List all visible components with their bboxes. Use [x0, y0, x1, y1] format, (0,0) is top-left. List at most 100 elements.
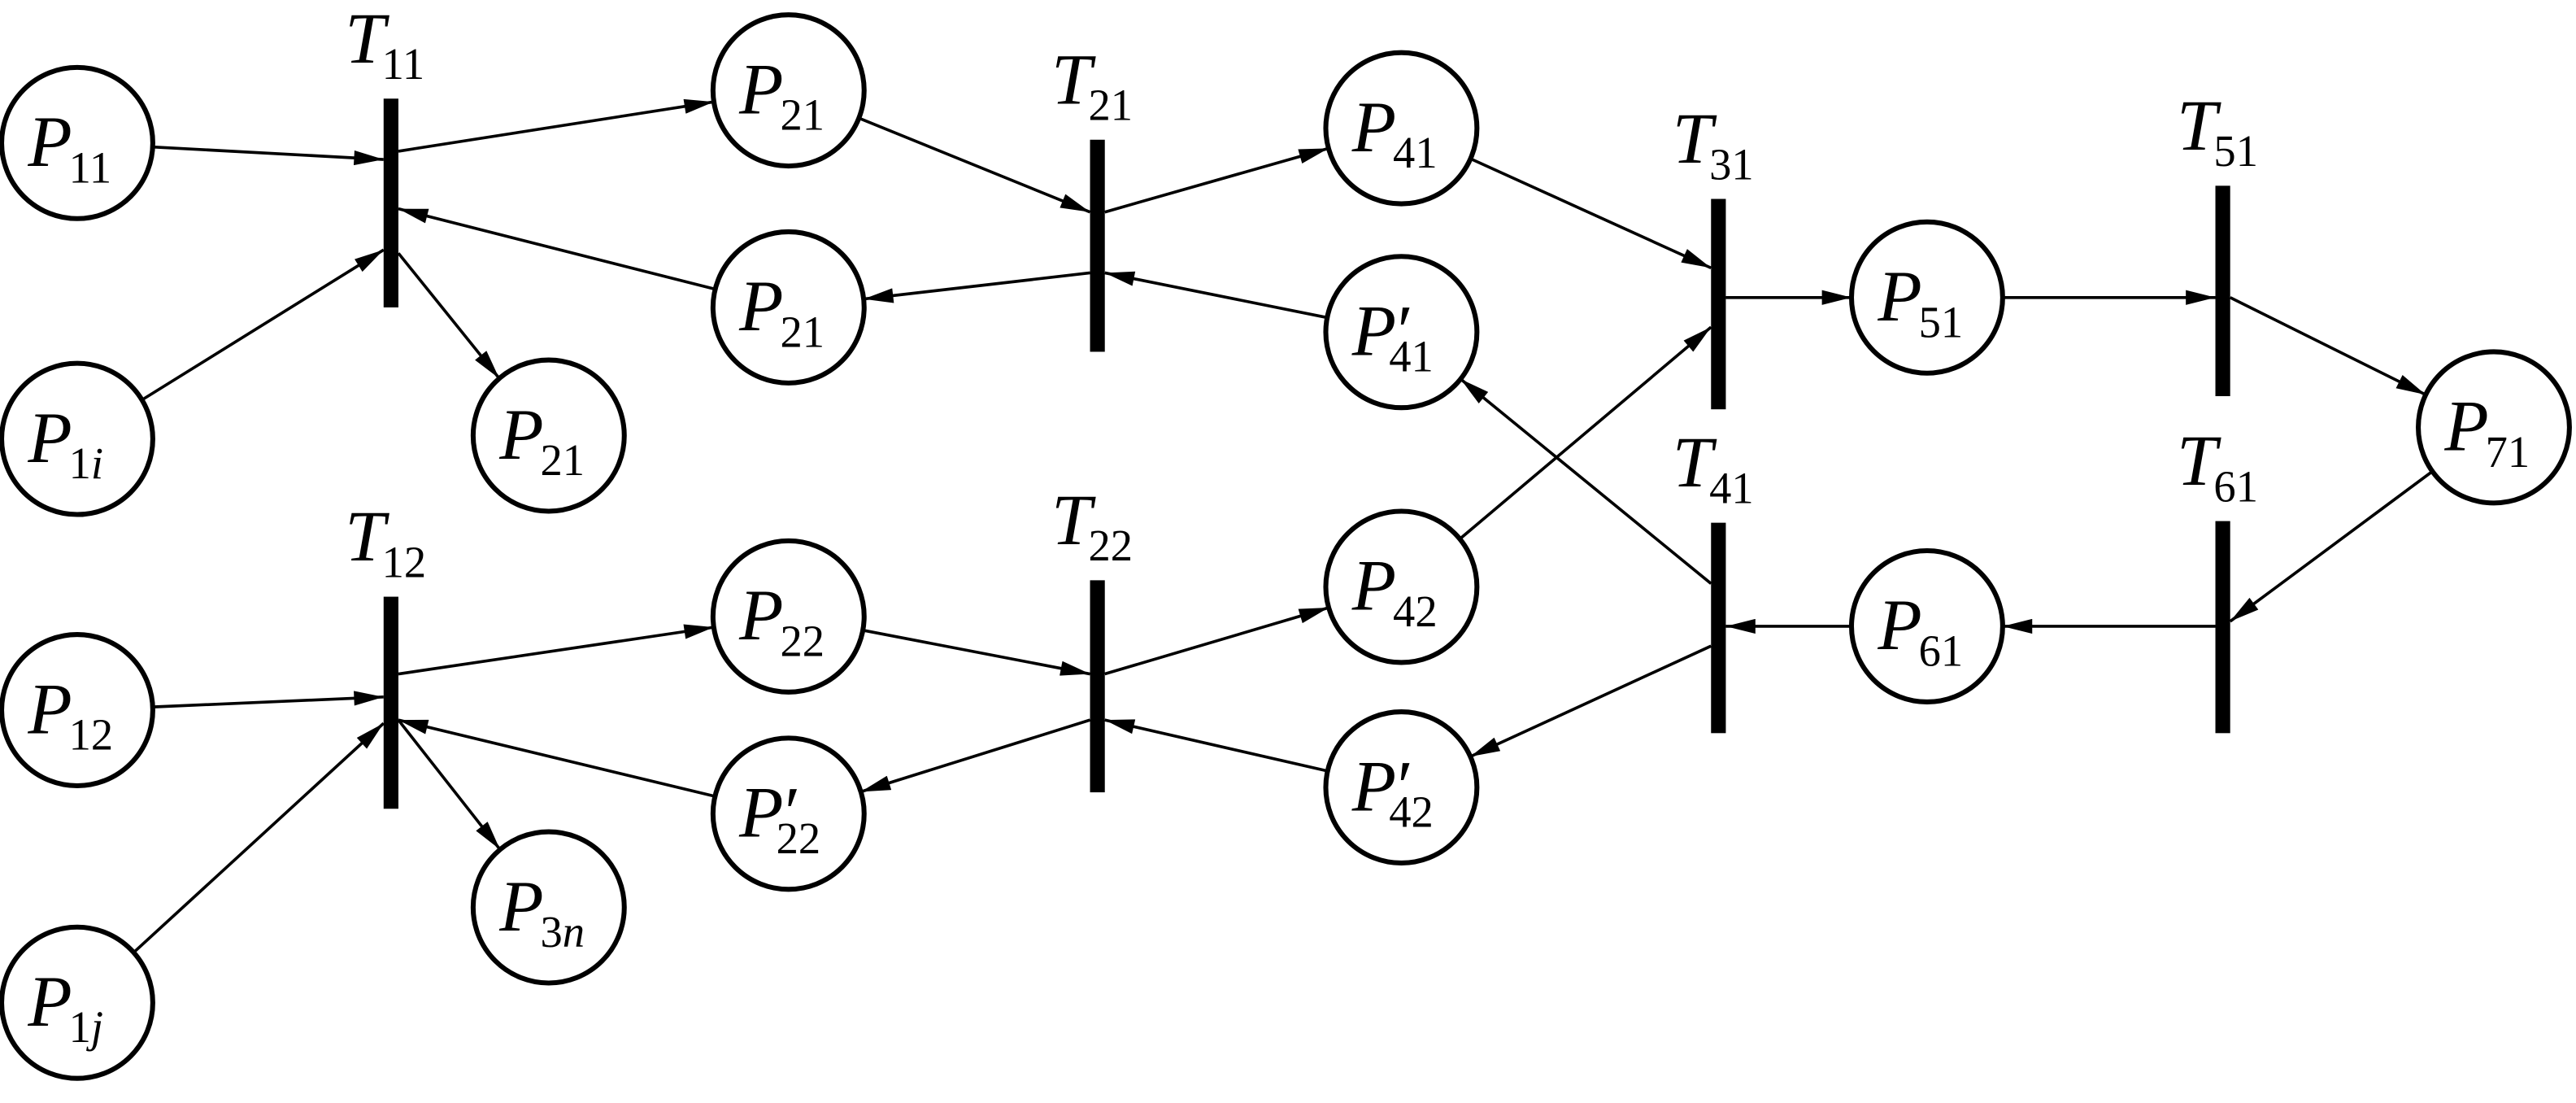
transition-label-subscript: 31 [1709, 139, 1754, 189]
place-p41p: P′41 [1323, 254, 1480, 411]
transition-bar [383, 596, 398, 809]
place-circle [1323, 254, 1480, 411]
transition-label-main: T [1673, 423, 1717, 503]
place-label-subscript: 51 [1919, 297, 1964, 347]
place-label-subscript: 22 [780, 616, 825, 665]
arc-t11-to-p21c [397, 252, 501, 380]
arc-p42-to-t31 [1459, 325, 1712, 540]
place-label-main: P [1351, 747, 1396, 826]
transition-label: T61 [2177, 421, 2258, 511]
place-label-subscript: 71 [2486, 427, 2530, 477]
place-label-subscript: 21 [540, 435, 585, 485]
place-p22p: P′22 [710, 735, 867, 892]
place-label-subscript: 21 [780, 307, 825, 356]
place-p3n: P3n [470, 829, 627, 986]
place-label-subscript: 61 [1919, 626, 1964, 675]
place-p61: P61 [1848, 547, 2005, 704]
arc-t11-to-p21a [398, 98, 715, 153]
place-label-subscript-var: i [91, 438, 103, 488]
transition-t12: T12 [345, 497, 426, 809]
transition-label-subscript: 51 [2213, 126, 2258, 176]
arc-t21-to-p21b [863, 271, 1090, 303]
transition-label-main: T [2177, 86, 2221, 166]
transition-label: T11 [345, 0, 424, 89]
arc-p22p-to-t12 [398, 718, 716, 798]
place-label-main: P [27, 102, 72, 182]
place-circle [470, 829, 627, 986]
place-label-main: P [498, 395, 543, 475]
place-label: P71 [2443, 387, 2530, 477]
transition-bar [1711, 198, 1726, 410]
transition-label: T41 [1673, 423, 1754, 512]
place-label: P21 [498, 395, 585, 485]
place-p51: P51 [1848, 219, 2005, 376]
place-label-prime: ′ [1393, 747, 1410, 826]
place-p42p: P′42 [1323, 709, 1480, 865]
place-label-main: P [498, 867, 543, 947]
transition-label-main: T [345, 497, 389, 577]
place-p12: P12 [0, 632, 155, 788]
arc-t41-to-p41p [1460, 377, 1712, 585]
transition-label-main: T [1051, 481, 1096, 560]
place-label-main: P [2443, 387, 2488, 467]
transition-t22: T22 [1051, 481, 1133, 793]
place-circle [710, 12, 867, 169]
place-label-main: P [27, 399, 72, 478]
place-circle [710, 229, 867, 386]
place-label-subscript: 12 [69, 710, 114, 760]
transition-label-main: T [1673, 99, 1717, 179]
place-label-subscript: 41 [1389, 332, 1434, 381]
place-label: P22 [738, 576, 825, 665]
place-label-main: P [738, 576, 783, 656]
place-circle [710, 538, 867, 695]
transition-label-main: T [2177, 421, 2221, 501]
place-label: P61 [1877, 586, 1963, 675]
arc-t22-to-p22p [860, 718, 1091, 794]
place-label-main: P [27, 669, 72, 749]
arc-t22-to-p42 [1104, 606, 1329, 676]
arcs-layer [133, 98, 2434, 954]
place-label: P11 [27, 102, 111, 192]
place-label-main: P [738, 50, 783, 129]
place-label-main: P [1351, 88, 1396, 168]
place-p21a: P21 [710, 12, 867, 169]
transition-bar [2215, 185, 2230, 397]
place-label-subscript-var: n [563, 907, 585, 957]
place-label-subscript: 21 [780, 90, 825, 140]
arc-p11-to-t11 [152, 145, 384, 166]
place-label: P′22 [738, 774, 820, 863]
place-label: P′42 [1351, 747, 1434, 836]
place-label-subscript: 1 [69, 1002, 91, 1052]
place-label-subscript: 41 [1393, 128, 1438, 177]
place-label-main: P [27, 962, 72, 1042]
place-label-subscript: 42 [1389, 787, 1434, 836]
transition-label-main: T [345, 0, 389, 79]
transition-t31: T31 [1673, 99, 1754, 410]
place-label: P21 [738, 267, 825, 356]
place-circle [710, 735, 867, 892]
transition-label-subscript: 61 [2213, 461, 2258, 511]
transition-t61: T61 [2177, 421, 2258, 734]
transition-t51: T51 [2177, 86, 2258, 397]
transition-bar [1090, 139, 1105, 352]
arc-t21-to-p41 [1104, 146, 1329, 214]
place-circle [0, 64, 155, 221]
place-p42: P42 [1323, 508, 1480, 665]
arc-t41-to-p42p [1469, 644, 1712, 758]
transition-label-subscript: 21 [1088, 81, 1133, 130]
place-p11: P11 [0, 64, 155, 221]
place-p1j: P1j [0, 924, 155, 1081]
place-circle [0, 632, 155, 788]
arc-p1i-to-t11 [141, 248, 385, 402]
arc-p41-to-t31 [1469, 157, 1712, 270]
place-label: P1j [27, 962, 103, 1052]
place-label-main: P [1351, 291, 1396, 371]
place-circle [1323, 709, 1480, 865]
place-label: P12 [27, 669, 113, 759]
transition-label: T51 [2177, 86, 2258, 176]
transition-bar [2215, 521, 2230, 734]
arc-t51-to-p71 [2229, 296, 2426, 396]
place-p1i: P1i [0, 360, 155, 517]
arc-p21a-to-t21 [858, 116, 1091, 214]
